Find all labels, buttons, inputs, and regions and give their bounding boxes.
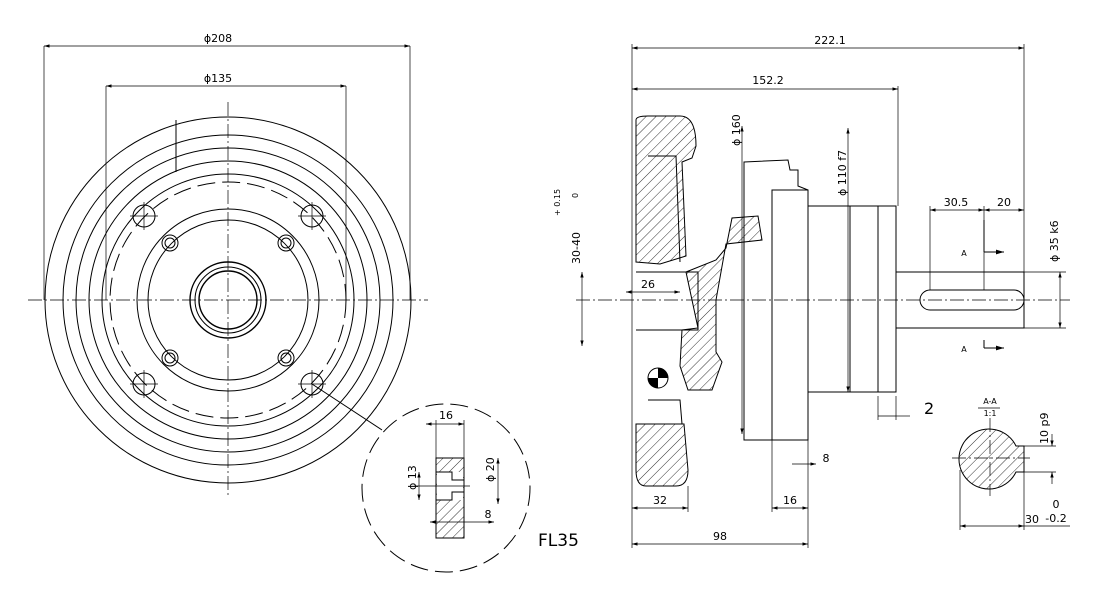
side-view-labels: 222.1 152.2 ϕ 160 ϕ 110 f7 ϕ 35 k6 30-40… [553,34,1061,543]
model-label: FL35 [538,531,579,551]
detail-view-labels: 16 ϕ 20 ϕ 13 8 [406,409,497,521]
handwheel-diameter-label: ϕ 160 [730,114,743,146]
front-view [28,44,428,498]
mounting-length-label: 98 [713,530,727,543]
key-tolerance-upper: 0 [1053,498,1060,511]
counterbore-depth-label: 8 [485,508,492,521]
section-mark-lower: A [961,345,967,354]
key-tolerance-lower: -0.2 [1045,512,1066,525]
bolt-circle-diameter-label: ϕ135 [204,72,232,85]
outer-diameter-label: ϕ208 [204,32,232,45]
section-title: A-A [983,397,997,406]
flange-width-label: 16 [783,494,797,507]
detail-view [361,403,531,573]
pilot-depth-label: 2 [924,399,934,418]
section-mark-upper: A [961,249,967,258]
pilot-diameter-label: ϕ 110 f7 [836,150,849,196]
shaft-diameter-label: ϕ 35 k6 [1048,220,1061,262]
keyway-offset-label: 30.5 [944,196,969,209]
bore-tolerance-upper-label: + 0.15 [553,189,562,216]
section-scale: 1:1 [984,409,997,418]
hub-length-label: 26 [641,278,655,291]
side-view [576,44,1070,548]
section-view [952,407,1070,530]
bore-tolerance-lower-label: 0 [571,193,580,198]
counterbore-diameter-label: ϕ 20 [484,457,497,482]
front-view-labels: ϕ208 ϕ135 [204,32,232,85]
key-depth-label: 30 [1025,513,1039,526]
section-view-labels: A-A 1:1 10 p9 30 0 -0.2 [983,397,1066,526]
bore-range-label: 30-40 [570,232,583,264]
hole-diameter-label: ϕ 13 [406,465,419,490]
flange-thickness-label: 8 [823,452,830,465]
flange-length-label: 152.2 [752,74,784,87]
keyway-length-label: 20 [997,196,1011,209]
key-width-label: 10 p9 [1038,413,1051,444]
counterbore-width-label: 16 [439,409,453,422]
wheel-width-label: 32 [653,494,667,507]
overall-length-label: 222.1 [814,34,846,47]
